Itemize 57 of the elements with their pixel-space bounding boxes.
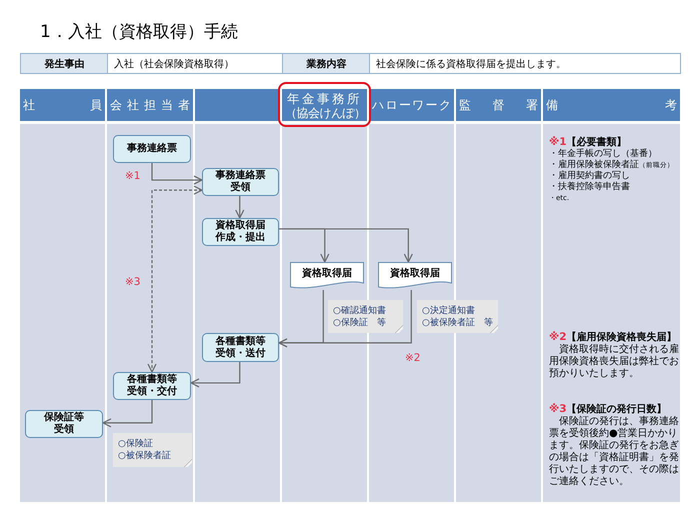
- reference-mark: ※2: [405, 352, 420, 365]
- process-box: 資格取得届作成・提出: [202, 218, 279, 246]
- table-header-cell: 発生事由: [20, 53, 109, 74]
- note-heading: 【雇用保険資格喪失届】: [566, 332, 677, 344]
- note: [328, 300, 403, 333]
- swimlane: [195, 89, 280, 502]
- arrow: [279, 228, 413, 263]
- reference-mark: ※3: [549, 403, 567, 415]
- note-text: 保険証の発行は、事務連絡票を受領後約●営業日かかります。保険証の発行をお急ぎの場合は「資格証明書」を発行いたしますので、その際はご連絡ください。: [549, 416, 680, 488]
- lane-subtitle: （協会けんぽ）: [285, 106, 364, 120]
- page-title: 1．入社（資格取得）手続: [40, 22, 238, 43]
- swimlane: [107, 89, 193, 502]
- arrow: [151, 163, 203, 185]
- note-heading: 【必要書類】: [566, 137, 627, 148]
- note-item: ○保険証: [118, 438, 154, 450]
- note-heading: 【保険証の発行日数】: [566, 404, 667, 416]
- reference-mark: ※1: [549, 136, 567, 148]
- process-box: 保険証等受領: [25, 410, 103, 438]
- lane-title: 備考: [546, 98, 677, 112]
- list-item: ・雇用保険被保険者証: [549, 160, 639, 170]
- note: [113, 433, 192, 467]
- document-shape: 資格取得届: [378, 262, 452, 290]
- lane-title: 会社担当者: [110, 98, 190, 112]
- list-item: ・年金手帳の写し（基番）: [549, 149, 657, 160]
- note-item: ○決定通知書: [422, 305, 476, 317]
- process-box: 各種書類等受領・送付: [202, 333, 279, 362]
- dashed-arrow: [147, 186, 203, 373]
- reference-mark: ※1: [125, 170, 140, 183]
- table-cell: 社会保険に係る資格取得届を提出します。: [369, 53, 681, 74]
- note-text: 資格取得時に交付される雇用保険資格喪失届は弊社でお預かりいたします。: [549, 344, 680, 380]
- lane-title: 監督署: [459, 98, 538, 112]
- swimlane: [456, 89, 541, 502]
- document-shape: 資格取得届: [290, 262, 364, 290]
- note-item: ○被保険者証 等: [422, 317, 494, 329]
- note: [417, 300, 498, 333]
- process-box: 各種書類等受領・交付: [113, 372, 191, 400]
- arrow: [278, 290, 412, 348]
- reference-mark: ※3: [125, 276, 140, 289]
- swimlane: [543, 89, 680, 502]
- list-item: ・雇用契約書の写し: [549, 171, 630, 182]
- lane-title: 社員: [23, 98, 102, 112]
- reference-mark: ※2: [549, 331, 567, 343]
- note-item: ○被保険者証: [118, 450, 172, 462]
- list-item: ・扶養控除等申告書: [549, 182, 630, 193]
- arrow: [235, 196, 244, 219]
- swimlane: [282, 89, 367, 502]
- process-box: 事務連絡票: [113, 135, 191, 163]
- lane-title: 年金事務所: [286, 90, 363, 106]
- arrow: [190, 362, 240, 388]
- note-item: ○確認通知書: [333, 305, 387, 317]
- swimlane: [20, 89, 105, 502]
- note-item: ○保険証 等: [333, 317, 387, 329]
- table-header-cell: 業務内容: [282, 53, 371, 74]
- process-box: 事務連絡票受領: [202, 168, 279, 196]
- arrow: [102, 400, 153, 428]
- lane-title: ハローワーク: [372, 98, 451, 112]
- table-cell: 入社（社会保険資格取得）: [107, 53, 284, 74]
